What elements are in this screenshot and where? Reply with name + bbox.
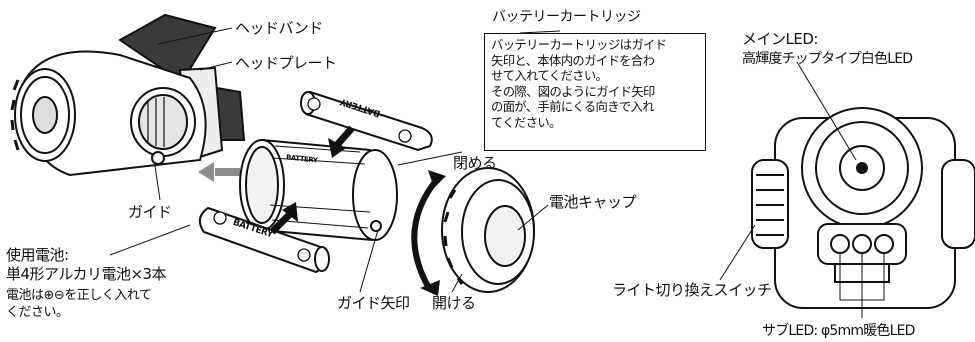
headlamp-body: [10, 13, 246, 177]
label-light-switch: ライト切り換えスイッチ: [612, 281, 772, 299]
label-guide-arrow: ガイド矢印: [337, 294, 410, 312]
rotation-arrow: [411, 176, 441, 292]
label-headband: ヘッドバンド: [235, 19, 323, 37]
label-close: 閉める: [453, 154, 497, 172]
battery-note-title: 使用電池:: [6, 246, 69, 264]
battery-bottom: [198, 206, 330, 274]
cartridge-note-line: てください。: [491, 115, 561, 130]
label-sub-led: サブLED: φ5mm暖色LED: [762, 323, 915, 339]
label-headplate: ヘッドプレート: [235, 54, 337, 72]
cartridge-note-box: バッテリーカートリッジはガイド 矢印と、本体内のガイドを合わ せて入れてください…: [484, 33, 706, 151]
battery-cartridge-illustration: [239, 138, 398, 242]
label-guide: ガイド: [128, 203, 172, 221]
cartridge-note-line: その際、図のようにガイド矢印: [491, 84, 655, 99]
cartridge-note-line: の面が、手前にくる向きで入れ: [491, 100, 655, 114]
label-battery-cap: 電池キャップ: [549, 193, 637, 211]
label-battery-cartridge: バッテリーカートリッジ: [492, 9, 641, 25]
battery-note-polarity: 電池は⊕⊖を正しく入れて: [6, 288, 152, 303]
cartridge-note-line: 矢印と、本体内のガイドを合わ: [491, 53, 655, 68]
label-open: 開ける: [432, 294, 476, 312]
cartridge-note-line: せて入れてください。: [491, 69, 608, 83]
battery-cap-illustration: [441, 167, 535, 293]
label-main-led-detail: 高輝度チップタイプ白色LED: [742, 51, 913, 67]
cartridge-print: BATTERY: [285, 153, 318, 165]
battery-note-type: 単4形アルカリ電池×3本: [6, 265, 167, 283]
battery-top: [300, 90, 433, 152]
headlamp-front-view: [751, 107, 975, 309]
cartridge-note-line: バッテリーカートリッジはガイド: [491, 38, 667, 52]
leader-lines: [109, 27, 885, 318]
label-main-led-title: メインLED:: [742, 30, 818, 48]
battery-note-please: ください。: [6, 305, 69, 320]
